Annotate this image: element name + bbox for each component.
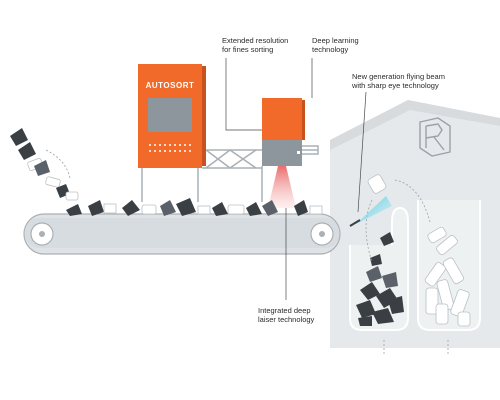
leader-lines: [225, 58, 367, 300]
autosort-logo-icon: [419, 117, 451, 157]
air-jet-beam-icon: [356, 196, 392, 224]
deep-learning-callout: Deep learning technology: [312, 36, 359, 54]
right-bin-bottles: [424, 234, 471, 327]
autosort-brand-label: AUTOSORT: [146, 81, 195, 90]
flying-beam-callout: New generation flying beam with sharp ey…: [352, 72, 445, 90]
flying-items: [367, 174, 447, 266]
autosort-unit: AUTOSORT: [138, 64, 206, 168]
machine-support-frame: [141, 145, 319, 202]
trajectory-arrows: [45, 149, 449, 356]
conveyor-belt: [23, 213, 341, 255]
deep-learning-unit: [262, 98, 305, 166]
laser-beam-icon: [268, 166, 296, 208]
air-jet-nozzle: [349, 219, 361, 227]
deep-laser-callout: Integrated deep laiser technology: [258, 306, 315, 324]
fines-sorting-callout: Extended resolution for fines sorting: [222, 36, 289, 54]
belt-waste: [66, 198, 323, 216]
infeed-waste: [10, 128, 79, 201]
left-bin-waste: [356, 266, 404, 326]
